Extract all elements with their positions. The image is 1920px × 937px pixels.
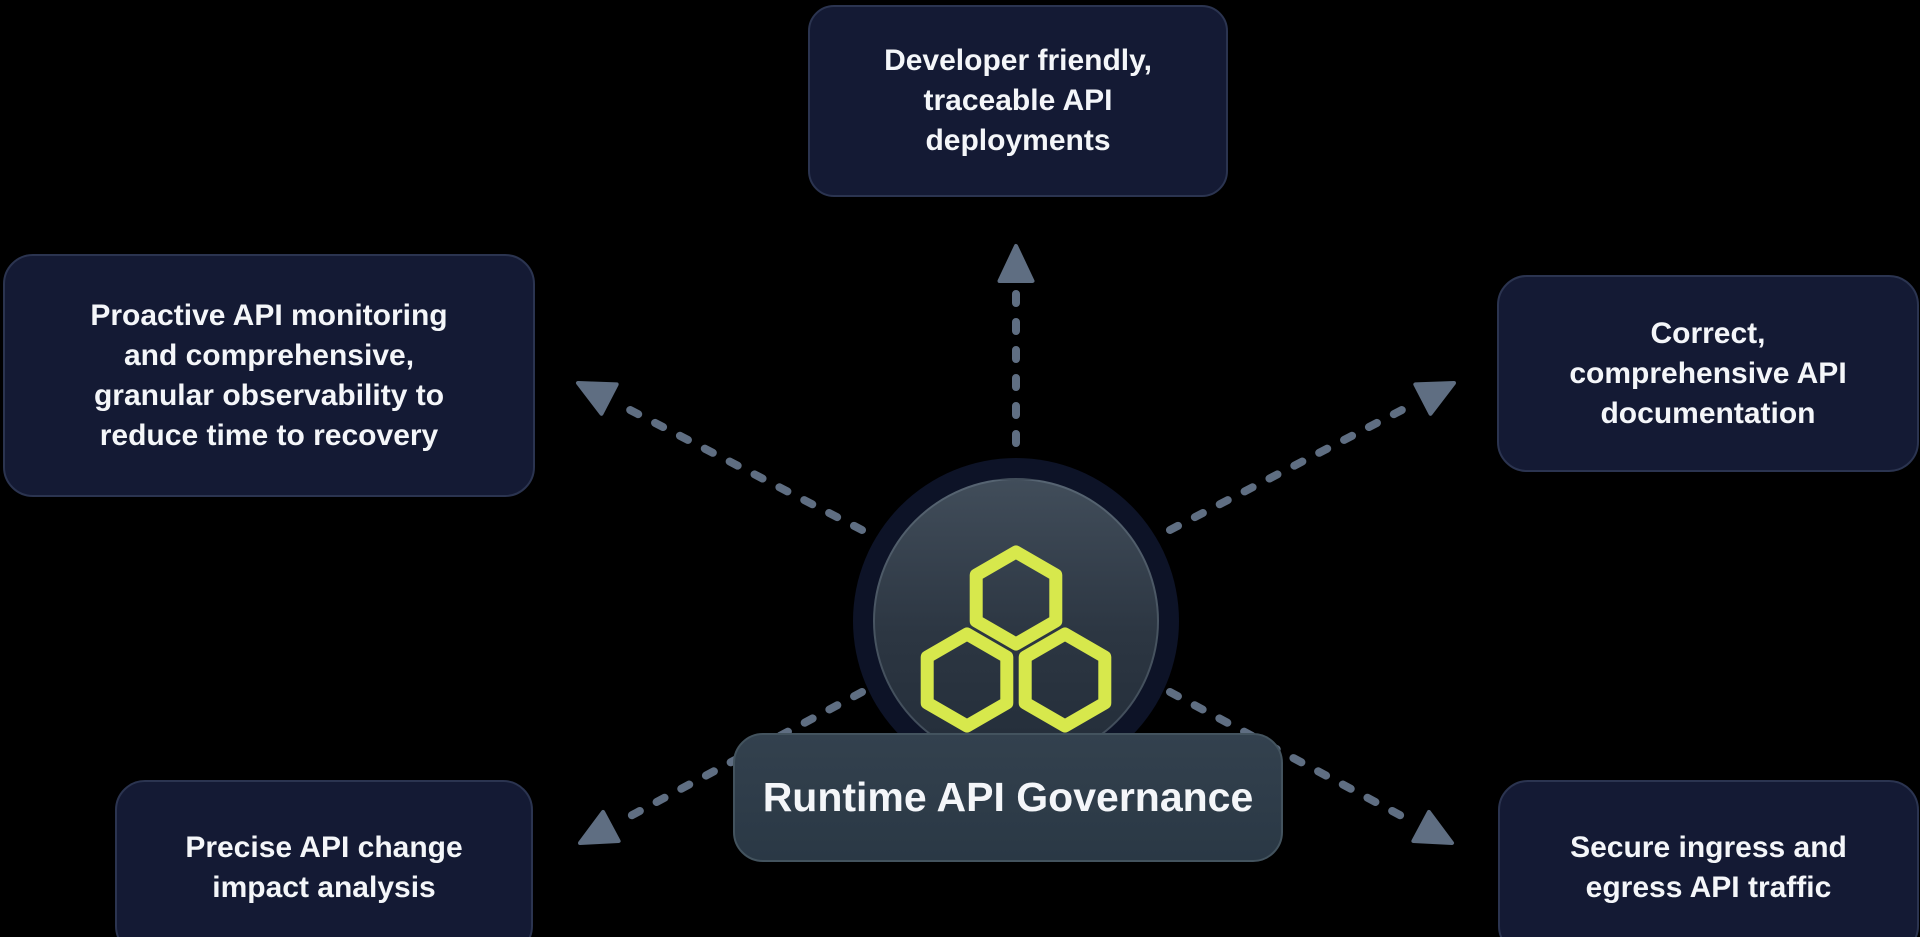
arrowhead-icon (997, 244, 1035, 283)
node-bottom-right-label: Secure ingress and egress API traffic (1570, 831, 1847, 904)
node-top-label: Developer friendly, traceable API deploy… (884, 44, 1152, 157)
arrowhead-icon (1413, 381, 1456, 416)
node-bottom-right: Secure ingress and egress API traffic (1498, 780, 1919, 937)
hexagon-bottom-left (920, 627, 1014, 733)
connector-dashed-line (1166, 399, 1419, 534)
node-right-top: Correct, comprehensive API documentation (1497, 275, 1919, 472)
connector-dashed-line (1166, 688, 1418, 827)
arrowhead-icon (578, 809, 621, 845)
node-right-top-label: Correct, comprehensive API documentation (1569, 316, 1847, 430)
hub-circle-inner (873, 478, 1159, 764)
node-top: Developer friendly, traceable API deploy… (808, 5, 1228, 197)
node-left-top: Proactive API monitoring and comprehensi… (3, 254, 535, 497)
arrowhead-icon (576, 381, 619, 416)
hub-label-text: Runtime API Governance (762, 774, 1254, 820)
hexagon-cluster-icon (920, 545, 1112, 733)
node-left-top-label: Proactive API monitoring and comprehensi… (90, 298, 448, 452)
connector-dashed-line (613, 399, 866, 534)
hub-label-pill: Runtime API Governance (733, 733, 1283, 862)
arrowhead-icon (1411, 809, 1454, 845)
hexagon-top (969, 545, 1063, 651)
hexagon-bottom-right (1018, 627, 1112, 733)
hub-circle (853, 458, 1179, 784)
node-bottom-left: Precise API change impact analysis (115, 780, 533, 937)
node-bottom-left-label: Precise API change impact analysis (185, 831, 463, 904)
